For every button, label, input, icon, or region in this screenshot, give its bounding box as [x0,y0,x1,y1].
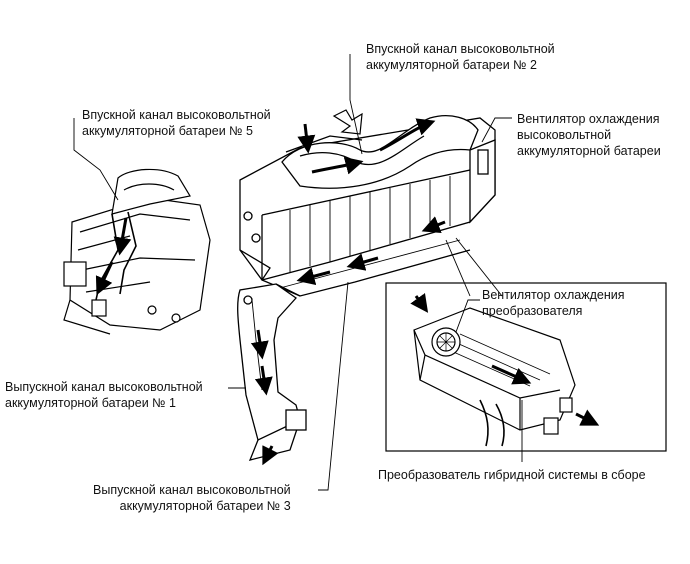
battery-pack-drawing [239,115,496,297]
label-intake-duct-no2: Впускной канал высоковольтной аккумулято… [366,41,555,73]
label-line: Вентилятор охлаждения [482,288,625,302]
inverter-airflow-arrows [410,293,600,426]
intake-no5-airflow-arrows [95,217,132,296]
label-line: Вентилятор охлаждения [517,112,660,126]
label-battery-cooling-fan: Вентилятор охлаждения высоковольтной акк… [517,111,661,159]
label-line: аккумуляторной батареи № 1 [5,396,176,410]
label-line: Выпускной канал высоковольтной [93,483,291,497]
label-line: высоковольтной [517,128,612,142]
label-line: Выпускной канал высоковольтной [5,380,203,394]
intake-duct-no5-drawing [63,168,211,335]
label-line: аккумуляторной батареи № 3 [119,499,291,513]
label-line: Впускной канал высоковольтной [82,108,271,122]
hybrid-inverter-drawing [413,307,576,447]
label-line: Преобразователь гибридной системы в сбор… [378,468,646,482]
label-line: аккумуляторной батареи № 5 [82,124,253,138]
label-line: преобразователя [482,304,583,318]
label-inverter-cooling-fan: Вентилятор охлаждения преобразователя [482,287,625,319]
label-line: Впускной канал высоковольтной [366,42,555,56]
label-line: аккумуляторной батареи [517,144,661,158]
leader-lines [73,54,523,491]
exhaust-airflow-arrows [250,329,279,466]
incoming-air-outline-arrow [332,109,363,135]
label-exhaust-duct-no3: Выпускной канал высоковольтной аккумулят… [93,482,291,514]
exhaust-duct-no1-drawing [237,283,307,461]
battery-airflow-arrows [296,118,446,285]
label-intake-duct-no5: Впускной канал высоковольтной аккумулято… [82,107,271,139]
label-hybrid-inverter-assembly: Преобразователь гибридной системы в сбор… [378,467,646,483]
label-line: аккумуляторной батареи № 2 [366,58,537,72]
label-exhaust-duct-no1: Выпускной канал высоковольтной аккумулят… [5,379,203,411]
